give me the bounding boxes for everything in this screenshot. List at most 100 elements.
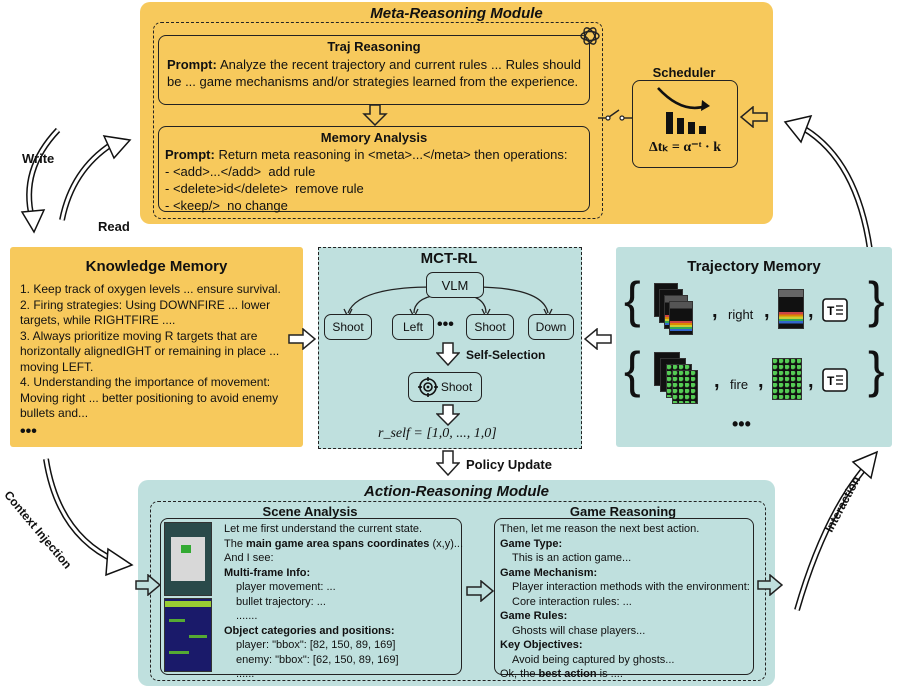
game-reasoning-line: Game Type:: [500, 537, 563, 550]
hollow-arrow-left-icon: [740, 106, 768, 128]
traj-reasoning-box: Traj Reasoning Prompt: Analyze the recen…: [158, 35, 590, 105]
mctrl-title: MCT-RL: [420, 250, 478, 267]
scene-analysis-line: bullet trajectory: ...: [236, 595, 326, 608]
bar-chart-decline-icon: [657, 87, 710, 134]
text-document-icon: T: [822, 298, 848, 322]
meta-dashed-frame: [153, 22, 603, 219]
traj-prompt-label: Prompt:: [167, 57, 217, 72]
scheduler-formula: Δtₖ = α⁻ᵗ · k: [648, 140, 721, 155]
svg-text:T: T: [827, 374, 835, 388]
action-node-left: Left: [392, 314, 434, 340]
switch-connector-icon: [598, 109, 632, 121]
target-crosshair-icon: [417, 377, 438, 397]
scheduler-box: [632, 80, 738, 168]
scheduler-title: Scheduler: [652, 65, 716, 80]
game-reasoning-line: Ok, the best action is ....: [500, 668, 623, 680]
trajectory-more: •••: [732, 414, 751, 434]
brace-left: {: [624, 272, 641, 328]
meta-module-title: Meta-Reasoning Module: [370, 5, 543, 22]
game-reasoning-line: Ghosts will chase players...: [512, 624, 646, 637]
knowledge-memory-list: 1. Keep track of oxygen levels ... ensur…: [20, 282, 300, 439]
hollow-arrow-left-icon: [584, 328, 612, 350]
brace-right: }: [868, 342, 885, 398]
knowledge-item: 1. Keep track of oxygen levels ... ensur…: [20, 282, 281, 296]
scene-analysis-text: Let me first understand the current stat…: [224, 522, 464, 682]
game-reasoning-line: Then, let me reason the next best action…: [500, 523, 700, 535]
comma: ,: [764, 300, 770, 322]
trajectory-action-fire: fire: [730, 377, 749, 392]
vlm-node: VLM: [426, 272, 484, 298]
hollow-arrow-down-icon: [436, 404, 460, 426]
write-read-arrows: [20, 127, 132, 234]
game-reasoning-line: Key Objectives:: [500, 639, 583, 651]
game-reasoning-text: Then, let me reason the next best action…: [500, 522, 750, 682]
game-reasoning-title: Game Reasoning: [569, 504, 677, 519]
selected-action-node: Shoot: [408, 372, 482, 402]
game-reasoning-line: Game Mechanism:: [500, 566, 598, 579]
scene-analysis-line: ......: [236, 668, 255, 680]
game-reasoning-box: [494, 518, 754, 675]
context-injection-arrow: [43, 458, 134, 577]
read-label: Read: [98, 219, 130, 234]
traj-reasoning-title: Traj Reasoning: [327, 39, 421, 54]
svg-text:T: T: [827, 304, 835, 318]
comma: ,: [808, 370, 814, 392]
trajectory-memory-title: Trajectory Memory: [687, 258, 821, 275]
action-module-title: Action-Reasoning Module: [364, 483, 549, 500]
action-node-shoot-2: Shoot: [466, 314, 514, 340]
game-frame-thumb: [778, 289, 804, 329]
game-reasoning-line: This is an action game...: [512, 552, 632, 564]
self-reward-formula: r_self = [1,0, ..., 1,0]: [378, 426, 497, 441]
memory-prompt-label: Prompt:: [165, 147, 215, 162]
knowledge-memory-panel: [10, 247, 303, 447]
comma: ,: [808, 300, 814, 322]
knowledge-item: 3. Always prioritize moving R targets th…: [20, 328, 280, 374]
comma: ,: [758, 370, 764, 392]
hollow-arrow-right-icon: [288, 328, 316, 350]
action-node-shoot: Shoot: [324, 314, 372, 340]
game-frame-thumb: [772, 358, 802, 400]
brace-right: }: [868, 272, 885, 328]
scene-analysis-title: Scene Analysis: [262, 504, 358, 519]
scene-analysis-line: player: "bbox": [82, 150, 89, 169]: [236, 639, 396, 651]
traj-prompt-text: Analyze the recent trajectory and curren…: [167, 57, 581, 89]
scene-analysis-line: And I see:: [224, 552, 274, 564]
memory-analysis-prompt: Prompt: Return meta reasoning in <meta>.…: [159, 146, 589, 163]
self-selection-label: Self-Selection: [466, 348, 546, 362]
scene-analysis-line: The main game area spans coordinates (x,…: [224, 537, 464, 550]
traj-reasoning-prompt: Prompt: Analyze the recent trajectory an…: [159, 55, 589, 91]
action-ellipsis: •••: [437, 316, 454, 333]
memory-analysis-title: Memory Analysis: [320, 130, 428, 145]
memory-op-delete: - <delete>id</delete> remove rule: [165, 181, 364, 196]
comma: ,: [712, 300, 718, 322]
trajectory-action-right: right: [728, 307, 754, 322]
action-node-down: Down: [528, 314, 574, 340]
scene-analysis-line: .......: [236, 610, 258, 622]
hollow-arrow-down-icon: [436, 450, 460, 476]
scene-analysis-line: Multi-frame Info:: [224, 566, 311, 579]
memory-op-add: - <add>...</add> add rule: [165, 164, 316, 179]
hollow-arrow-right-icon: [135, 574, 161, 596]
trajectory-memory-panel: [616, 247, 892, 447]
game-reasoning-line: Player interaction methods with the envi…: [512, 581, 750, 593]
knowledge-memory-title: Knowledge Memory: [85, 258, 228, 275]
game-reasoning-line: Avoid being captured by ghosts...: [512, 653, 675, 666]
policy-update-label: Policy Update: [466, 457, 552, 472]
game-reasoning-line: Core interaction rules: ...: [512, 595, 632, 608]
write-label: Write: [22, 151, 55, 166]
scene-analysis-line: player movement: ...: [236, 581, 336, 593]
memory-op-keep: - <keep/> no change: [165, 198, 288, 213]
scene-analysis-line: Object categories and positions:: [224, 624, 395, 637]
hollow-arrow-down-icon: [436, 342, 460, 366]
hollow-arrow-right-icon: [466, 580, 494, 602]
text-document-icon: T: [822, 368, 848, 392]
scene-analysis-line: enemy: "bbox": [62, 150, 89, 169]: [236, 653, 399, 666]
hollow-arrow-down-icon: [362, 104, 388, 126]
game-reasoning-line: Game Rules:: [500, 610, 568, 622]
interaction-arrow: [783, 114, 879, 611]
hollow-arrow-right-icon: [757, 574, 783, 596]
brace-left: {: [624, 342, 641, 398]
scene-analysis-line: Let me first understand the current stat…: [224, 523, 423, 535]
knowledge-more: •••: [20, 422, 37, 440]
memory-analysis-box: Memory Analysis Prompt: Return meta reas…: [158, 126, 590, 213]
